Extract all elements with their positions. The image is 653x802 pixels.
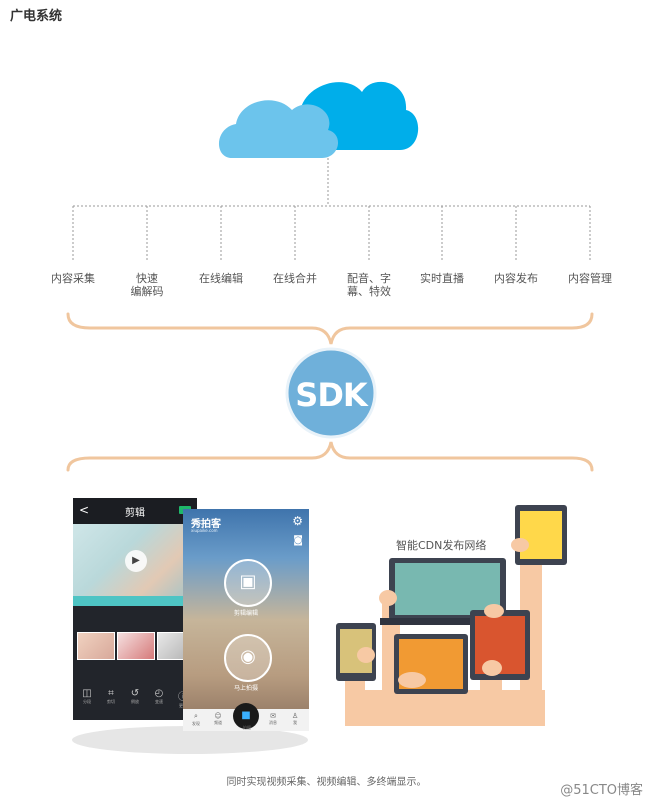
- feature-label: 快速 编解码: [107, 272, 187, 298]
- tool-label: 剪切: [107, 699, 115, 704]
- timeline-strip: [73, 596, 197, 606]
- devices-illustration: [336, 505, 567, 726]
- hand: [398, 672, 426, 688]
- nav-glyph: ☺: [214, 712, 222, 720]
- edit-phone-title: 剪辑: [125, 508, 145, 519]
- nav-shoot: 拍摄: [237, 725, 257, 731]
- gear-icon: ⚙: [292, 514, 303, 528]
- speed-tool-icon: ◴变速: [149, 688, 169, 705]
- hand: [482, 660, 502, 676]
- split-tool-icon: ◫分段: [77, 688, 97, 705]
- reverse-tool-icon: ↺倒放: [125, 688, 145, 705]
- feature-line: 配音、字: [347, 272, 391, 285]
- app-url: xiupaike.com: [191, 528, 218, 533]
- cloud-front: [218, 100, 339, 158]
- laptop-base: [380, 618, 515, 625]
- cut-tool-icon: ⌗剪切: [101, 688, 121, 705]
- record-button-icon: ■: [233, 703, 259, 729]
- feature-label: 在线合并: [255, 272, 335, 285]
- feature-line: 幕、特效: [347, 285, 391, 298]
- feature-tree: [72, 158, 591, 262]
- nav-glyph: ⌕: [194, 712, 198, 720]
- camera-icon: ◙: [293, 535, 303, 546]
- yellow-tablet-screen: [520, 511, 562, 559]
- hand: [379, 590, 397, 606]
- nav-label: 我: [293, 720, 297, 725]
- record-phone-mockup: 秀拍客 xiupaike.com ⚙ ◙ ▣ 剪辑编辑 ◉ 马上拍摄 ⌕发现 ☺…: [183, 509, 309, 731]
- edit-toolbar: ◫分段 ⌗剪切 ↺倒放 ◴变速 ⓘ更多: [73, 688, 197, 718]
- tool-label: 倒放: [131, 699, 139, 704]
- nav-me: ♙我: [285, 712, 305, 726]
- feature-label: 实时直播: [402, 272, 482, 285]
- edit-phone-header: < 剪辑: [73, 498, 197, 524]
- hand: [511, 538, 529, 552]
- feature-line: 内容管理: [568, 272, 612, 285]
- feature-line: 实时直播: [420, 272, 464, 285]
- video-edit-icon: ▣: [224, 559, 272, 607]
- nav-label: 发现: [192, 721, 200, 726]
- feature-line: 快速: [136, 272, 158, 285]
- nav-label: 频道: [214, 720, 222, 725]
- page-title: 广电系统: [10, 9, 63, 24]
- hand: [357, 647, 375, 663]
- play-icon: ▶: [125, 550, 147, 572]
- tool-glyph: ◴: [154, 688, 164, 699]
- feature-label: 在线编辑: [181, 272, 261, 285]
- watermark: @51CTO博客: [560, 783, 643, 798]
- caption: 同时实现视频采集、视频编辑、多终端显示。: [226, 777, 427, 788]
- feature-line: 在线编辑: [199, 272, 243, 285]
- tool-label: 分段: [83, 699, 91, 704]
- clip-thumbnail: [117, 632, 155, 660]
- tool-label: 变速: [155, 699, 163, 704]
- nav-channel: ☺频道: [208, 712, 228, 726]
- video-edit-label: 剪辑编辑: [233, 610, 258, 617]
- shoot-label: 马上拍摄: [233, 685, 258, 692]
- nav-glyph: ✉: [270, 712, 276, 720]
- tool-glyph: ◫: [82, 688, 92, 699]
- edit-phone-mockup: < 剪辑 ▶ ◫分段 ⌗剪切 ↺倒放 ◴变速 ⓘ更多: [73, 498, 197, 720]
- tool-glyph: ↺: [130, 688, 140, 699]
- feature-label: 配音、字 幕、特效: [329, 272, 409, 298]
- feature-line: 内容采集: [51, 272, 95, 285]
- nav-label: 拍摄: [243, 725, 251, 730]
- feature-label: 内容采集: [33, 272, 113, 285]
- feature-line: 在线合并: [273, 272, 317, 285]
- hands-base: [345, 690, 545, 726]
- sdk-circle: [285, 347, 377, 439]
- feature-label: 内容管理: [550, 272, 630, 285]
- cdn-label: 智能CDN发布网络: [396, 539, 487, 552]
- back-icon: <: [79, 503, 90, 517]
- nav-glyph: ♙: [291, 712, 299, 720]
- nav-discover: ⌕发现: [186, 712, 206, 727]
- bottom-nav: ⌕发现 ☺频道 ■ 拍摄 ✉消息 ♙我: [183, 703, 309, 731]
- nav-messages: ✉消息: [263, 712, 283, 726]
- feature-line: 内容发布: [494, 272, 538, 285]
- feature-label: 内容发布: [476, 272, 556, 285]
- clip-thumbnails: [77, 632, 195, 660]
- hand: [484, 604, 504, 618]
- tool-glyph: ⌗: [108, 688, 114, 699]
- sdk-label: SDK: [295, 376, 367, 414]
- clip-thumbnail: [77, 632, 115, 660]
- shoot-camera-icon: ◉: [224, 634, 272, 682]
- feature-line: 编解码: [130, 285, 164, 298]
- laptop-display: [395, 563, 500, 615]
- nav-label: 消息: [269, 720, 277, 725]
- app-logo: 秀拍客: [191, 519, 221, 530]
- top-brace: [66, 312, 594, 345]
- phone-shadow: [72, 726, 308, 754]
- bottom-brace: [66, 441, 594, 472]
- cloud-icon: [218, 81, 419, 158]
